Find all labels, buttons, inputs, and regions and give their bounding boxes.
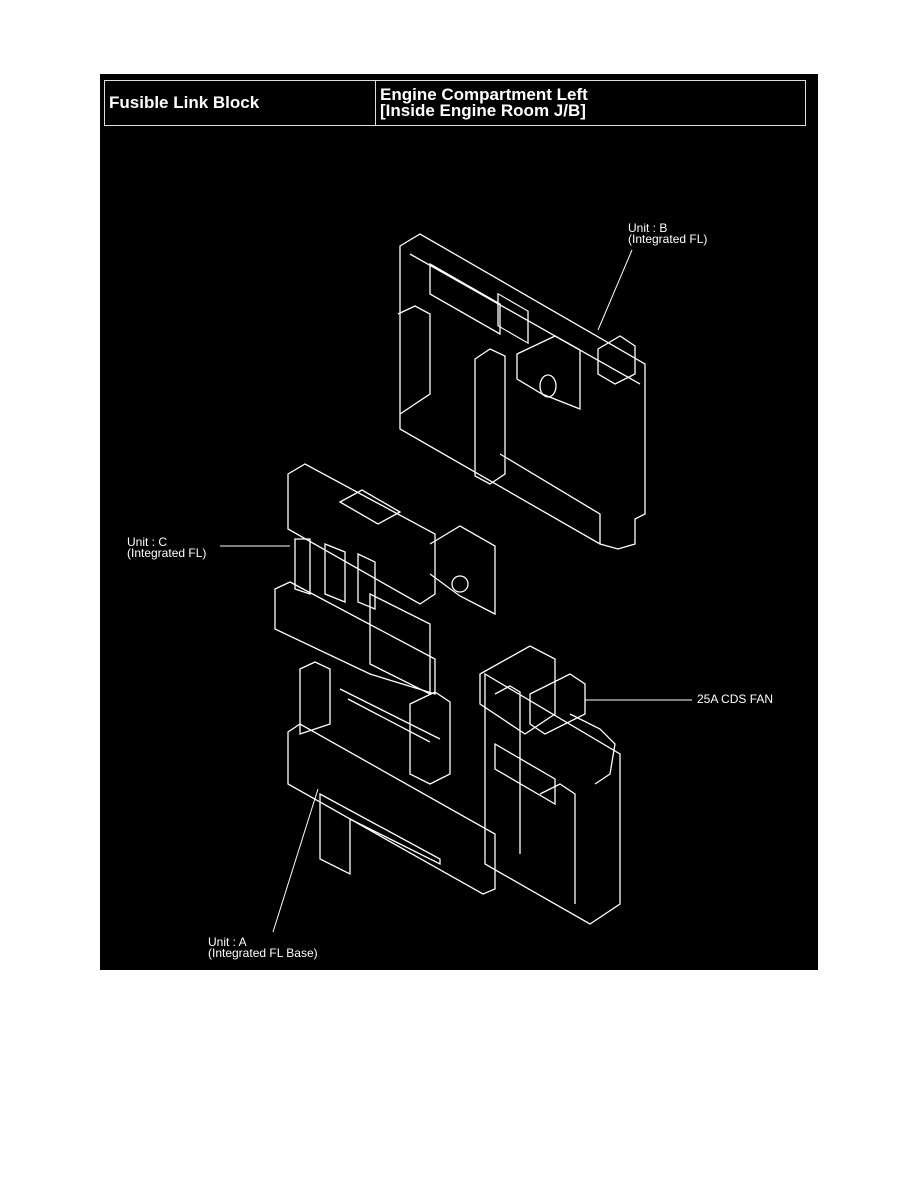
component-name: Fusible Link Block — [105, 81, 376, 125]
unit-a-name: Unit : A — [208, 935, 247, 949]
unit-b-drawing — [397, 233, 646, 550]
unit-c-desc: (Integrated FL) — [127, 546, 207, 560]
unit-b-name: Unit : B — [628, 221, 668, 235]
unit-b-desc: (Integrated FL) — [628, 232, 708, 246]
unit-c-drawing — [274, 463, 496, 696]
unit-c-label: Unit : C (Integrated FL) — [127, 535, 207, 560]
header-table: Fusible Link Block Engine Compartment Le… — [104, 80, 806, 126]
unit-b-label: Unit : B (Integrated FL) — [628, 221, 708, 246]
location-line1: Engine Compartment Left — [380, 85, 588, 104]
diagram-panel: Fusible Link Block Engine Compartment Le… — [100, 74, 818, 970]
unit-c-name: Unit : C — [127, 535, 168, 549]
location-line2: [Inside Engine Room J/B] — [380, 101, 586, 120]
fusible-link-drawing — [220, 233, 692, 933]
unit-a-leader — [272, 788, 319, 933]
unit-a-desc: (Integrated FL Base) — [208, 946, 318, 960]
unit-a-drawing — [287, 645, 621, 925]
fan-fuse-label: 25A CDS FAN — [697, 692, 774, 706]
location-cell: Engine Compartment Left [Inside Engine R… — [376, 81, 805, 125]
unit-b-leader — [597, 249, 633, 331]
unit-a-label: Unit : A (Integrated FL Base) — [208, 935, 318, 960]
